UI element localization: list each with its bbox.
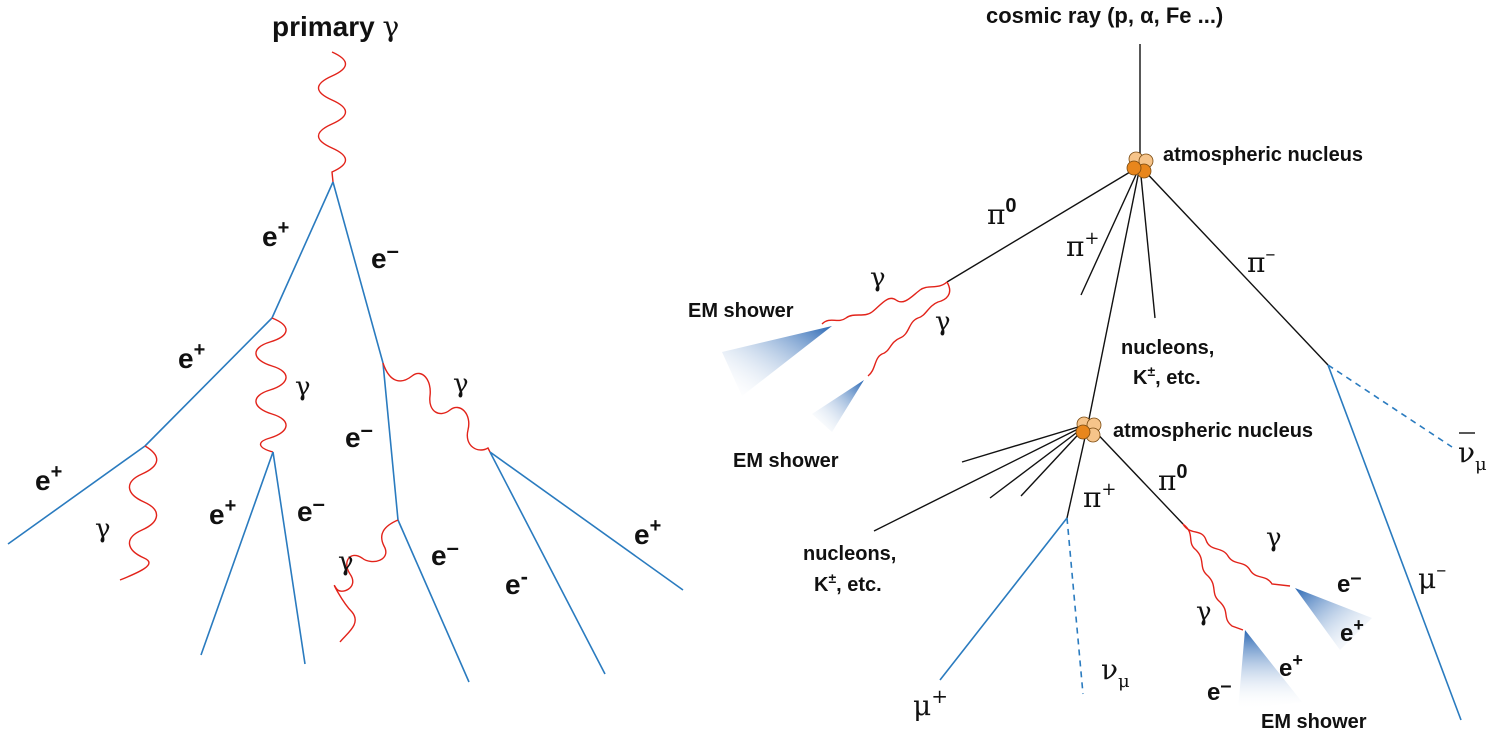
label-eminus-1: e– [371,238,399,274]
label-gamma-4: γ [338,547,354,577]
label-eplus-2: e+ [178,339,205,374]
nucleons-label-2-line2: K±, etc. [814,570,882,596]
track-eplus-4 [200,451,274,656]
secondary-track-1 [1087,165,1141,425]
nu-mu-track [1066,517,1084,695]
photon-track-4 [382,362,491,453]
pi0-track-2 [1087,423,1184,525]
track-eminus-5 [489,451,606,675]
nucleon-track-2b [989,423,1089,499]
nu-mu-label: νμ [1101,653,1130,692]
eminus-label-c: e– [1337,567,1361,598]
photon-track-b [867,281,951,377]
nucleons-label-1-line1: nucleons, [1121,337,1214,359]
photon-track-3 [119,445,158,581]
nucleon-track-2a [961,423,1089,463]
pi0-label-1: π0 [987,195,1017,231]
nubar-mu-track [1327,364,1453,448]
eplus-label-d: e+ [1279,650,1303,682]
piplus-label-1: π+ [1066,228,1100,263]
label-gamma-2: γ [453,369,469,399]
piplus-track-1 [1080,165,1141,296]
em-shower-label-2: EM shower [733,450,839,472]
label-eminus-4: e– [431,535,459,571]
em-shower-label-1: EM shower [688,300,794,322]
em-shower-cone-2 [812,380,864,432]
em-shower-label-3: EM shower [1261,711,1367,733]
em-shower-cone-3 [1295,588,1372,650]
track-eminus-1 [332,181,384,364]
photon-track-5 [333,519,399,643]
track-eminus-2 [382,362,399,521]
primary-label: primary γ [272,10,399,43]
track-eplus-5 [489,451,684,591]
track-eplus-3 [7,445,146,545]
nucleon-track-1 [1139,165,1156,319]
label-eplus-4: e+ [209,495,236,530]
atmospheric-nucleus-label-2: atmospheric nucleus [1113,420,1313,442]
hadronic-cascade [722,44,1462,721]
label-eplus-5: e+ [634,515,661,550]
photon-track-c [1182,523,1291,587]
pi0-track-1 [946,165,1141,283]
track-eminus-3 [272,451,306,665]
gamma-label-d: γ [1196,597,1212,627]
pi0-label-2: π0 [1158,461,1188,497]
mu-minus-track [1327,364,1462,721]
nucleons-label-2-line1: nucleons, [803,543,896,565]
em-shower-cone-1 [722,326,832,396]
gamma-label-b: γ [935,307,951,337]
piplus-label-2: π+ [1083,479,1117,514]
label-eplus-3: e+ [35,461,62,496]
atmospheric-nucleus-1 [1126,151,1154,179]
atmospheric-nucleus-2 [1075,416,1102,443]
gamma-label-a: γ [870,263,886,293]
photon-track-2 [255,317,287,453]
track-eplus-1 [271,181,334,319]
em-cascade [7,51,684,683]
nubar-mu-label: νμ [1458,436,1487,475]
atmospheric-nucleus-label-1: atmospheric nucleus [1163,144,1363,166]
piminus-label: π– [1247,241,1275,279]
mu-minus-label: μ– [1418,557,1446,595]
nucleons-label-1-line2: K±, etc. [1133,363,1201,389]
piplus-track-2 [1066,423,1089,519]
photon-track-d [1182,523,1244,631]
mu-plus-label: μ+ [913,684,948,722]
eminus-label-d: e– [1207,675,1231,706]
label-gamma-1: γ [295,372,311,402]
label-eplus-1: e+ [262,217,289,252]
label-eminus-3: e– [297,491,325,527]
label-eminus-5: e- [505,564,528,600]
eplus-label-c: e+ [1340,615,1364,647]
track-eminus-4 [397,519,470,683]
primary-photon-track [317,51,347,183]
photon-track-a [821,281,948,325]
piminus-track [1139,165,1329,366]
label-gamma-3: γ [95,514,111,544]
cosmic-ray-label: cosmic ray (p, α, Fe ...) [986,3,1223,28]
em-shower-cone-4 [1238,630,1302,710]
gamma-label-c: γ [1266,523,1282,553]
nucleon-track-2d [873,423,1089,532]
track-eplus-2 [144,317,273,447]
label-eminus-2: e– [345,417,373,453]
mu-plus-track [939,517,1068,681]
